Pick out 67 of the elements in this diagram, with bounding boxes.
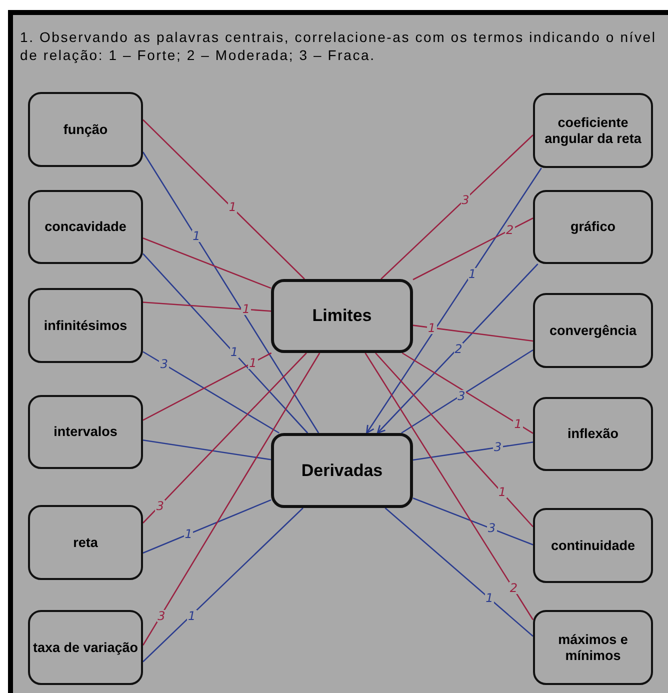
- connector-line: [142, 351, 280, 434]
- node-label: máximos e mínimos: [557, 632, 629, 664]
- connector-line: [412, 442, 534, 461]
- connector-line: [142, 508, 304, 662]
- node-label: Limites: [312, 308, 372, 324]
- edge-label: 1: [427, 322, 437, 334]
- connector-line: [142, 302, 272, 312]
- edge-label: 3: [487, 522, 497, 534]
- connector-line: [142, 253, 308, 434]
- connector-line: [142, 440, 272, 460]
- node-label: taxa de variação: [32, 640, 138, 656]
- central-concept-box: [271, 433, 413, 508]
- term-box: [28, 92, 143, 167]
- connector-line: [142, 238, 272, 289]
- connector-line: [384, 508, 534, 637]
- edge-label: 1: [192, 230, 202, 242]
- edge-label: 1: [513, 418, 523, 430]
- node-label: Derivadas: [301, 462, 383, 478]
- connector-line: [142, 352, 320, 646]
- connector-line: [412, 498, 534, 546]
- node-label: continuidade: [551, 538, 635, 554]
- connector-line: [380, 134, 534, 280]
- node-label: infinitésimos: [44, 318, 128, 334]
- connector-line: [142, 352, 272, 421]
- term-box: [533, 190, 653, 264]
- connector-line: [375, 352, 534, 528]
- term-box: [28, 288, 143, 363]
- edge-label: 1: [230, 346, 240, 358]
- central-concept-box: [271, 279, 413, 353]
- edge-label: 3: [155, 500, 165, 512]
- term-box: [533, 610, 653, 685]
- node-label: convergência: [549, 322, 637, 338]
- edge-label: 1: [184, 528, 194, 540]
- edge-label: 1: [241, 303, 252, 316]
- term-box: [533, 293, 653, 368]
- term-box: [28, 505, 143, 580]
- connector-line: [412, 218, 534, 280]
- arrow: [376, 264, 538, 434]
- term-box: [28, 610, 143, 685]
- term-box: [28, 190, 143, 264]
- term-box: [533, 93, 653, 168]
- node-label: concavidade: [44, 219, 126, 235]
- node-label: reta: [73, 534, 98, 550]
- connector-line: [364, 352, 534, 620]
- node-label: coeficiente angular da reta: [544, 114, 642, 146]
- node-label: inflexão: [567, 426, 618, 442]
- arrow: [366, 168, 542, 434]
- connector-line: [142, 119, 305, 280]
- instruction-text: 1. Observando as palavras centrais, correlacione-as com os termos indicando o nível de relação: 1 – Forte; 2 – Moderada; 3 – Fraca.: [20, 28, 658, 64]
- connector-line: [142, 352, 307, 524]
- edge-label: 3: [493, 441, 503, 454]
- edge-label: 1: [228, 201, 238, 214]
- edge-label: 3: [156, 610, 166, 622]
- term-box: [28, 395, 143, 469]
- connector-line: [142, 499, 272, 554]
- edge-label: 1: [248, 357, 258, 370]
- node-label: gráfico: [570, 219, 616, 235]
- connector-line: [142, 152, 320, 434]
- edge-label: 2: [505, 224, 515, 236]
- connector-line: [412, 324, 534, 342]
- edge-label: 1: [498, 486, 508, 498]
- edge-label: 1: [468, 268, 478, 280]
- node-label: intervalos: [54, 424, 118, 440]
- node-label: função: [63, 122, 108, 138]
- edge-label: 3: [159, 358, 170, 370]
- term-box: [533, 508, 653, 583]
- term-box: [533, 397, 653, 471]
